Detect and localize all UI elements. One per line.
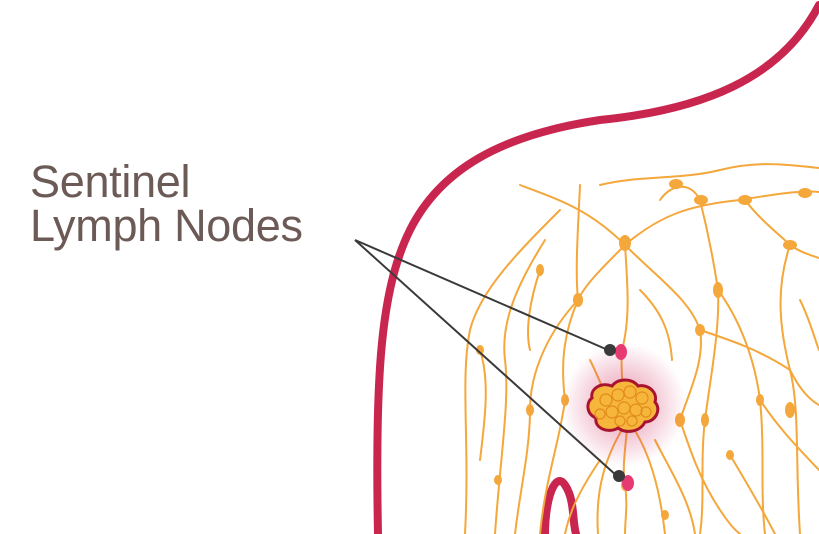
sentinel-lymph-nodes-label: Sentinel Lymph Nodes xyxy=(30,156,303,251)
tumor-cluster-icon xyxy=(586,378,660,433)
body-outline xyxy=(373,1,819,534)
sentinel-node-lower xyxy=(622,475,634,491)
pointer-lines xyxy=(354,239,618,477)
label-line-2: Lymph Nodes xyxy=(30,200,303,251)
pointer-dot-icon xyxy=(604,344,616,356)
inner-fold-outline xyxy=(541,477,580,534)
pointer-dot-icon xyxy=(613,470,625,482)
label-line-1: Sentinel xyxy=(30,156,191,207)
sentinel-node-upper xyxy=(615,344,627,360)
